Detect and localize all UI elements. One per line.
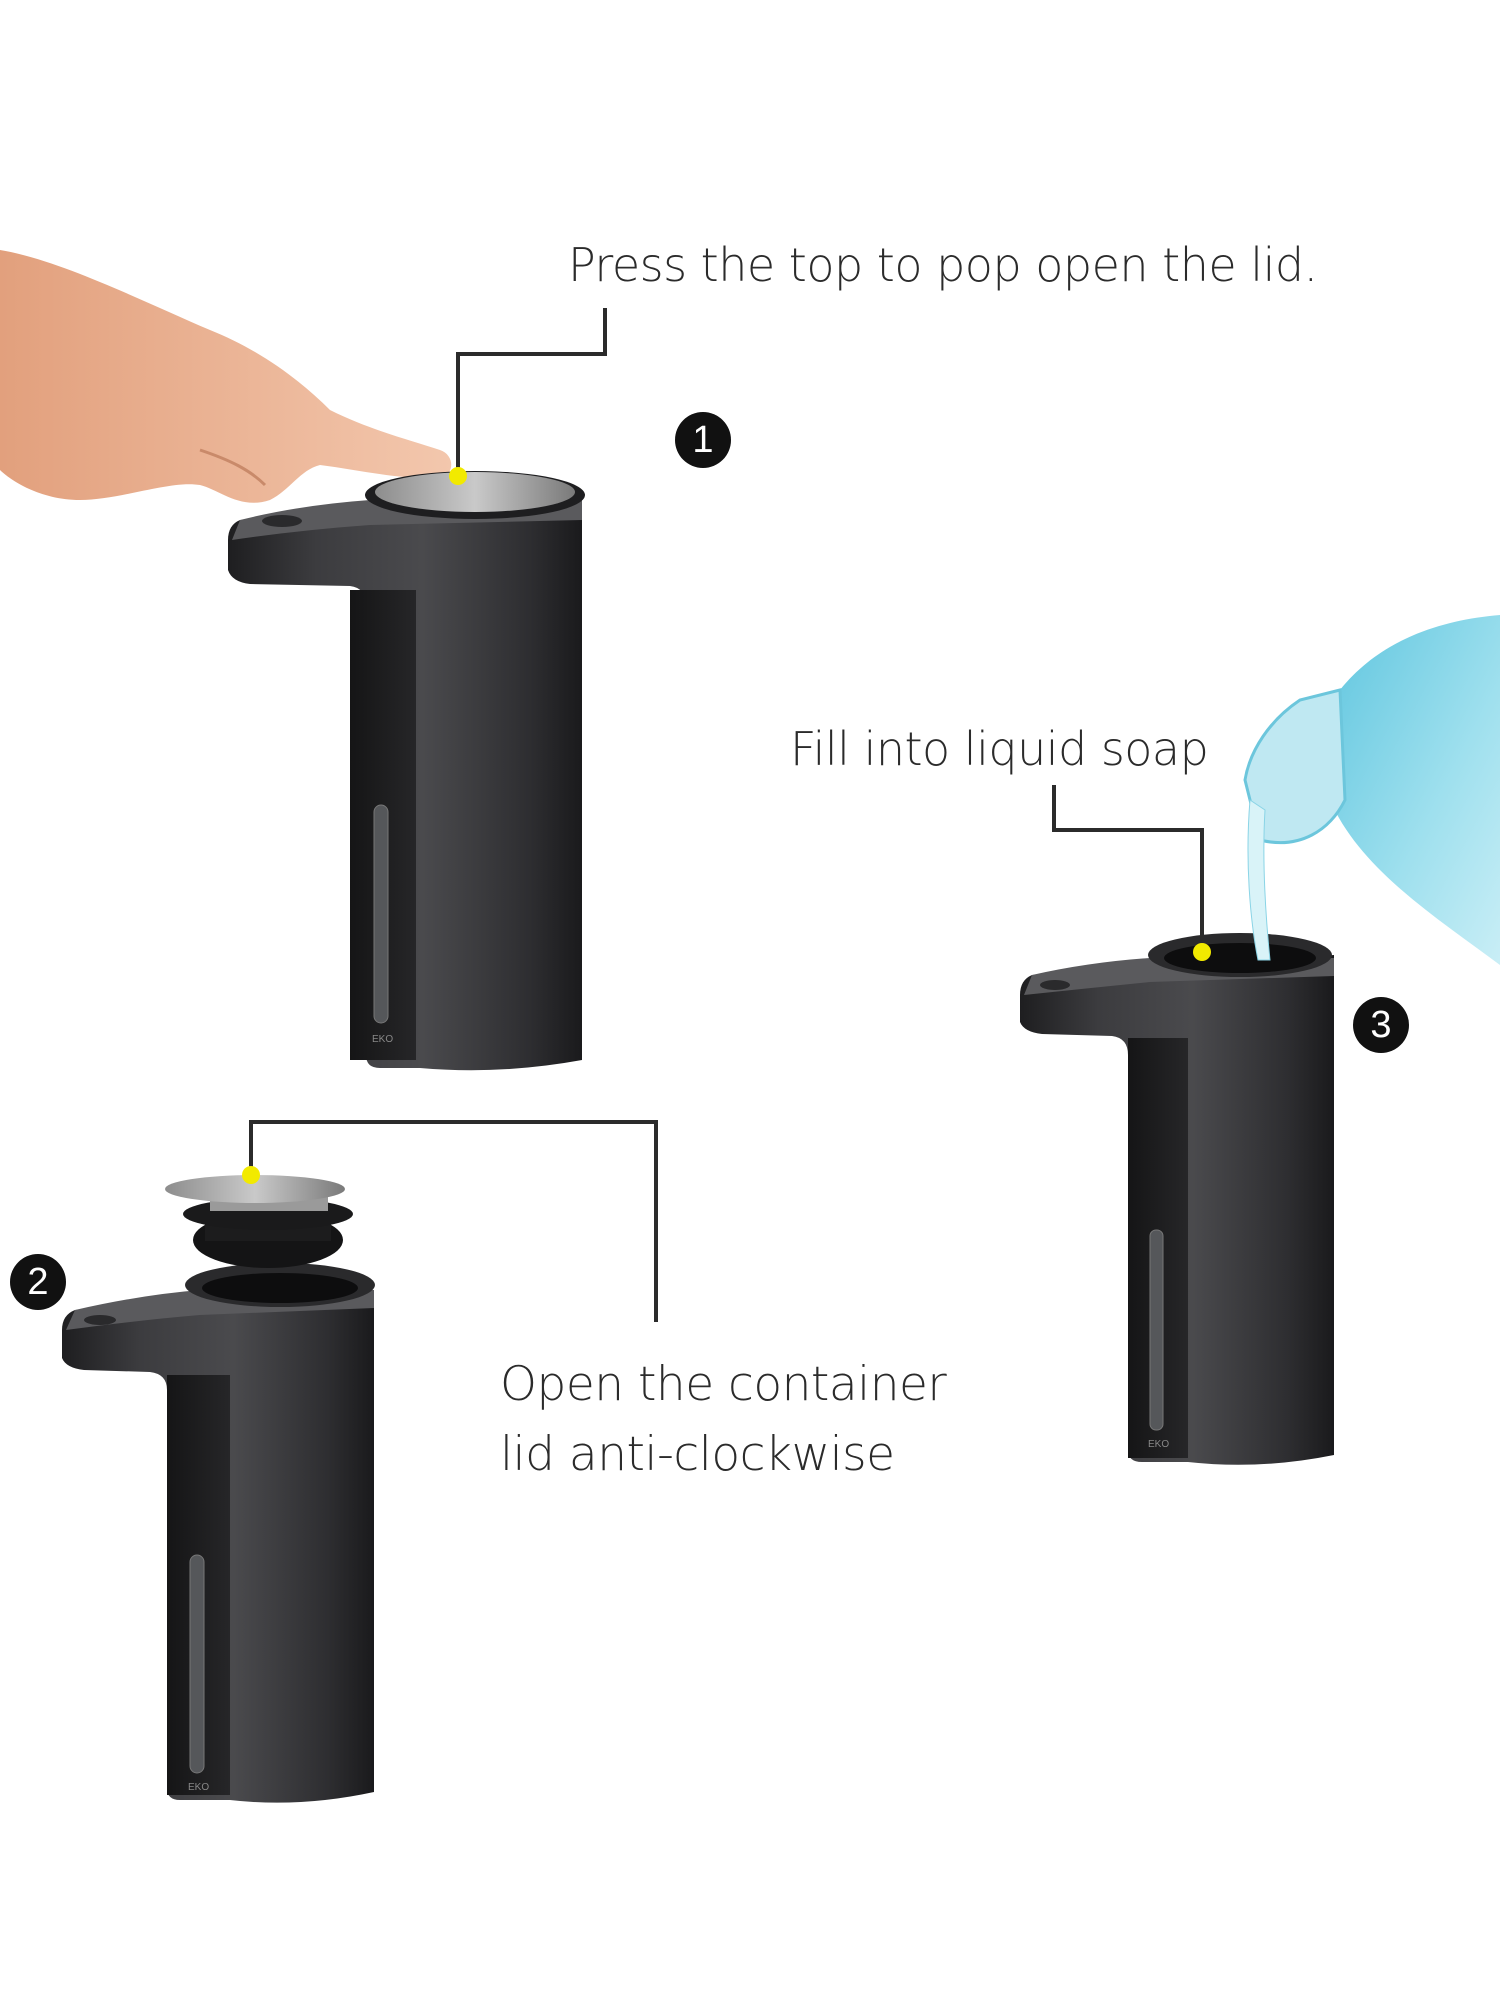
step2-caption-line1: Open the container (500, 1357, 947, 1412)
step-number-badge-3: 3 (1353, 997, 1409, 1053)
callout-dot-step1 (449, 467, 467, 485)
soap-bottle-illustration (1243, 615, 1500, 965)
callout-line-step3 (1052, 785, 1204, 952)
svg-text:EKO: EKO (372, 1034, 393, 1045)
step2-caption: Open the container lid anti-clockwise (500, 1350, 1020, 1490)
step3-caption: Fill into liquid soap (790, 722, 1209, 776)
step-number-badge-2: 2 (10, 1254, 66, 1310)
callout-dot-step2 (242, 1166, 260, 1184)
callout-line-step2 (249, 1120, 658, 1322)
step-number-badge-1: 1 (675, 412, 731, 468)
lid-illustration (165, 1175, 353, 1268)
step2-caption-line2: lid anti-clockwise (500, 1427, 895, 1482)
dispenser-step1: EKO (228, 471, 585, 1071)
dispenser-step3: EKO (1020, 933, 1334, 1465)
callout-lines (249, 308, 1204, 1322)
dispenser-step2: EKO (62, 1263, 375, 1803)
svg-text:EKO: EKO (1148, 1439, 1169, 1450)
hand-illustration (0, 250, 452, 503)
callout-line-step1 (456, 308, 607, 476)
step1-caption: Press the top to pop open the lid. (568, 238, 1318, 292)
svg-text:EKO: EKO (188, 1782, 209, 1793)
callout-dot-step3 (1193, 943, 1211, 961)
